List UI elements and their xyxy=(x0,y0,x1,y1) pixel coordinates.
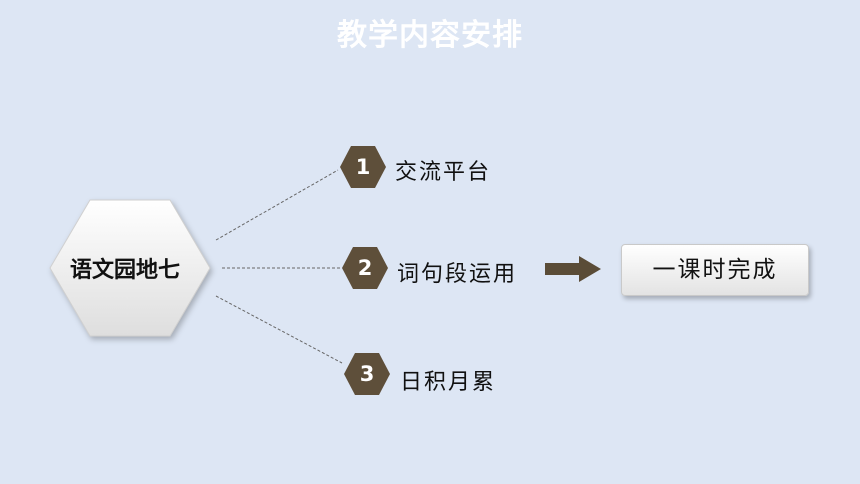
right-arrow-icon xyxy=(545,256,601,282)
slide-title: 教学内容安排 xyxy=(337,18,523,53)
result-box: 一课时完成 xyxy=(621,244,809,296)
item-2-number: 2 xyxy=(357,256,373,280)
item-1-label: 交流平台 xyxy=(395,160,492,185)
item-2-label: 词句段运用 xyxy=(397,262,518,287)
item-1-number: 1 xyxy=(355,155,371,179)
hexagon-badge-icon xyxy=(344,353,390,395)
item-3-number: 3 xyxy=(359,362,375,386)
item-3-label: 日积月累 xyxy=(400,370,497,395)
hexagon-badge-icon xyxy=(342,247,388,289)
hexagon-badge-icon xyxy=(340,146,386,188)
connector-line-3 xyxy=(215,295,343,364)
item-1-badge: 1 xyxy=(339,145,387,189)
item-3-badge: 3 xyxy=(343,352,391,396)
hub-label: 语文园地七 xyxy=(69,257,180,283)
item-2-badge: 2 xyxy=(341,246,389,290)
connector-line-1 xyxy=(215,169,339,241)
